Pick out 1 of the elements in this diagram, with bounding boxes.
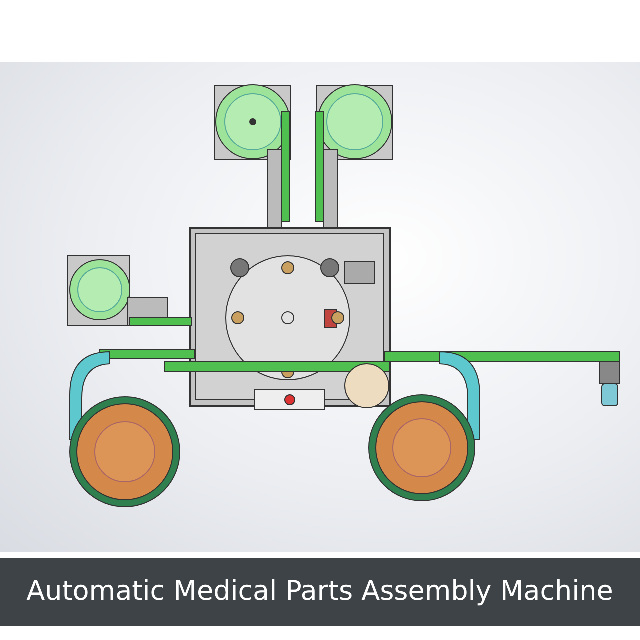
caption: Automatic Medical Parts Assembly Machine	[26, 575, 614, 609]
